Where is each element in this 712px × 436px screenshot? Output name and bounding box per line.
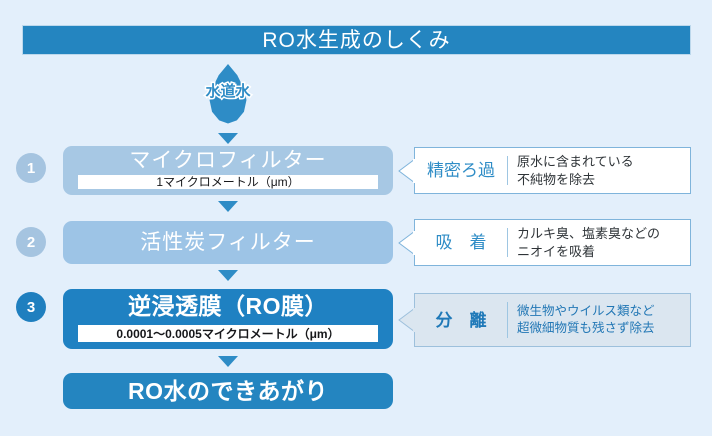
page-title: RO水生成のしくみ [262,28,451,52]
result-box-ro-water[interactable]: RO水のできあがり [63,373,393,409]
callout-description-3-line2: 超微細物質も残さず除去 [517,321,655,335]
callout-description-2-line1: カルキ臭、塩素臭などの [517,225,661,241]
flow-arrow-to-step-1 [218,133,238,144]
result-title: RO水のできあがり [128,377,328,404]
callout-divider-1 [507,156,508,185]
callout-description-2: カルキ臭、塩素臭などの ニオイを吸着 [508,225,690,260]
callout-description-1-line1: 原水に含まれている [517,153,634,169]
callout-description-2-line2: ニオイを吸着 [517,243,596,259]
step-title-2: 活性炭フィルター [140,231,316,254]
callout-precision-filtration: 精密ろ過 原水に含まれている 不純物を除去 [398,147,691,194]
step-title-3: 逆浸透膜（RO膜） [128,293,328,319]
callout-label-3: 分 離 [435,310,487,330]
step-box-reverse-osmosis-membrane[interactable]: 逆浸透膜（RO膜） 0.0001〜0.0005マイクロメートル（μm） [63,289,393,349]
step-badge-2: 2 [16,227,46,257]
step-badge-1: 1 [16,153,46,183]
diagram-title-bar: RO水生成のしくみ [22,25,691,55]
callout-separation: 分 離 微生物やウイルス類など 超微細物質も残さず除去 [398,293,691,347]
flow-arrow-to-step-2 [218,201,238,212]
step-box-micro-filter[interactable]: マイクロフィルター 1マイクロメートル（μm） [63,146,393,195]
flow-arrow-to-result [218,356,238,367]
callout-description-3: 微生物やウイルス類など 超微細物質も残さず除去 [508,303,690,337]
step-spec-1: 1マイクロメートル（μm） [78,175,378,189]
flow-arrow-to-step-3 [218,270,238,281]
source-water-drop: 水道水 [198,64,258,138]
callout-description-3-line1: 微生物やウイルス類など [517,304,655,319]
callout-label-1: 精密ろ過 [427,161,495,180]
callout-label-2: 吸 着 [435,233,487,252]
callout-description-1: 原水に含まれている 不純物を除去 [508,153,690,188]
step-title-1: マイクロフィルター [129,149,327,172]
step-box-activated-carbon-filter[interactable]: 活性炭フィルター [63,221,393,264]
callout-notch-icon-1 [398,157,415,184]
step-badge-3: 3 [16,292,46,322]
callout-divider-2 [507,228,508,257]
callout-notch-icon-2 [398,229,415,256]
callout-notch-icon-3 [398,307,415,333]
callout-description-1-line2: 不純物を除去 [517,171,596,187]
source-water-label: 水道水 [204,83,252,101]
callout-adsorption: 吸 着 カルキ臭、塩素臭などの ニオイを吸着 [398,219,691,266]
step-spec-3: 0.0001〜0.0005マイクロメートル（μm） [78,325,378,342]
callout-divider-3 [507,302,508,338]
